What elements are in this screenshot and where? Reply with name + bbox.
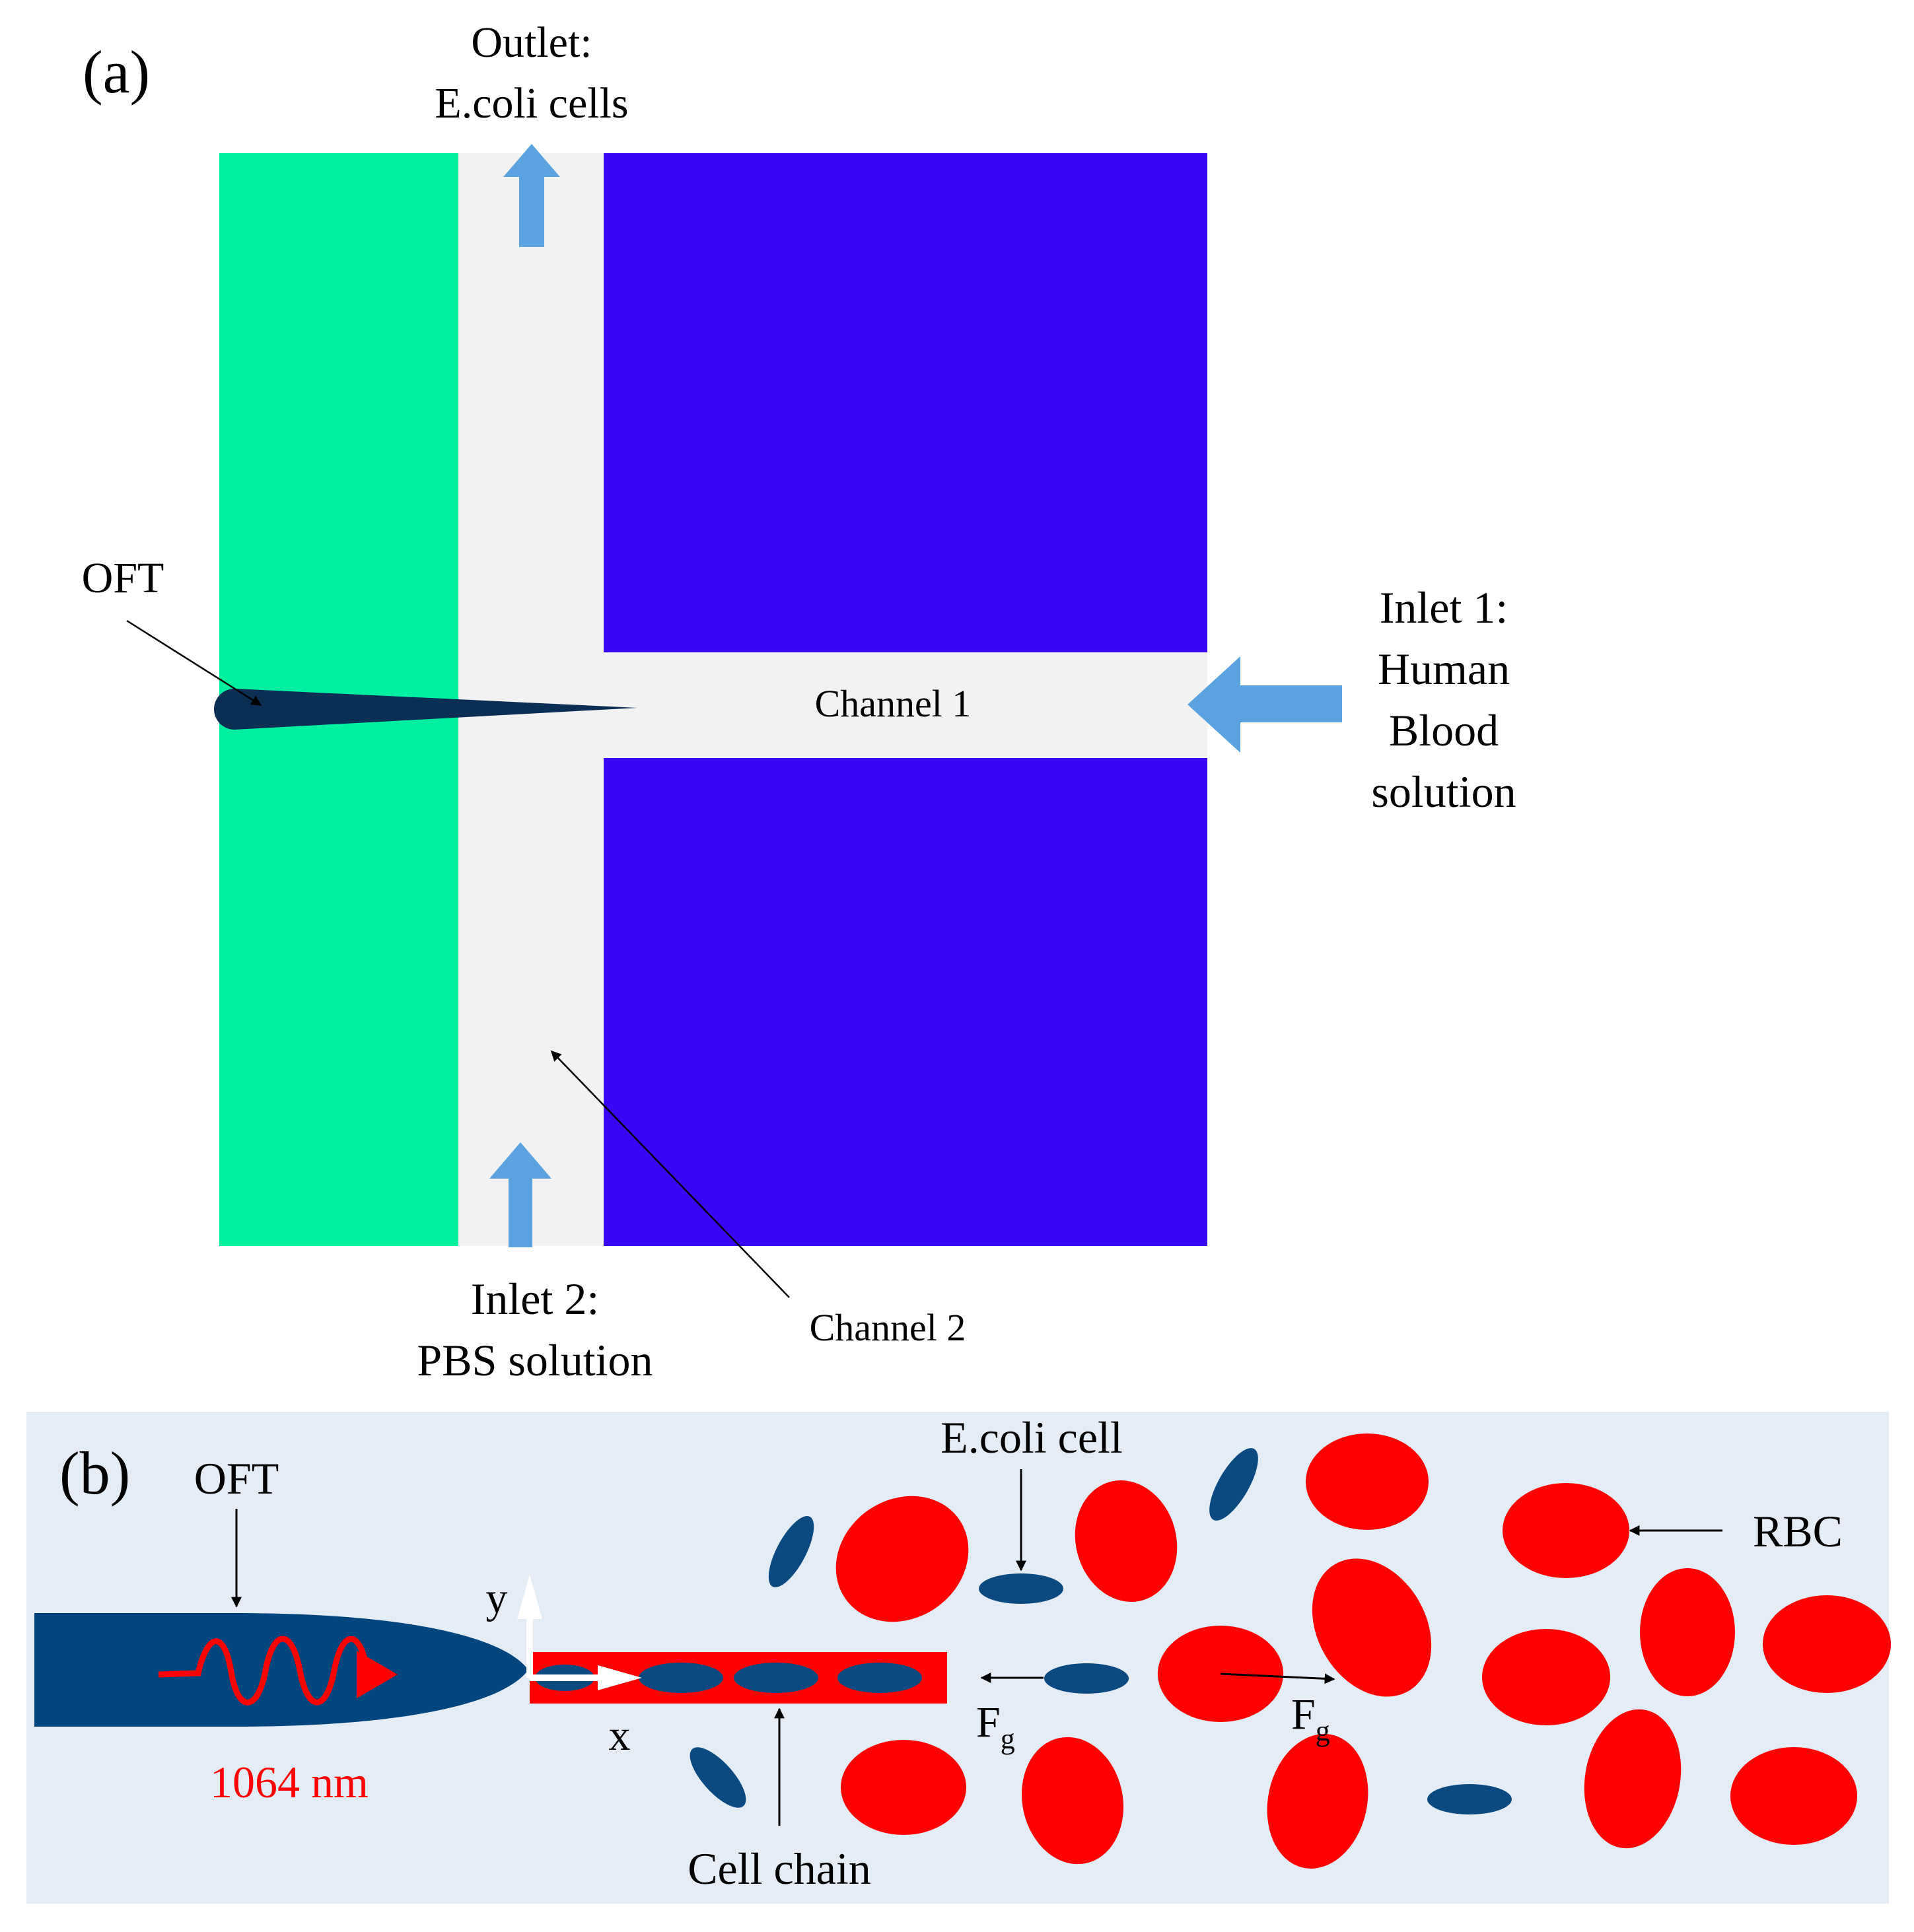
oft-leader-line: [126, 619, 262, 707]
inlet1-label-line2: Human: [1378, 644, 1510, 694]
x-axis-label: x: [609, 1711, 631, 1760]
rbc-cell: [841, 1740, 966, 1835]
rbc-cell: [1267, 1734, 1368, 1869]
inlet1-label-line4: solution: [1371, 767, 1516, 817]
rbc-label: RBC: [1753, 1506, 1843, 1556]
inlet2-label-line2: PBS solution: [417, 1335, 653, 1385]
channel-2: [458, 153, 604, 1246]
rbc-cell: [1503, 1483, 1629, 1578]
inlet1-flow-arrow: [1187, 656, 1240, 753]
substrate-bottom-block: [604, 758, 1207, 1246]
outlet-label-line1: Outlet:: [471, 18, 592, 67]
oft-tip: [214, 689, 637, 730]
panel-a: (a) Outlet: E.coli cells OFT Channel 1 C…: [82, 18, 1516, 1385]
inlet1-label-line1: Inlet 1:: [1380, 582, 1508, 633]
inlet2-flow-arrow-shaft: [509, 1177, 532, 1247]
ecoli-cell: [1209, 1448, 1258, 1521]
inlet1-flow-arrow-shaft: [1239, 685, 1342, 722]
inlet2-flow-arrow: [489, 1142, 551, 1179]
rbc-cell: [835, 1496, 969, 1622]
chain-ecoli-cell: [837, 1663, 922, 1693]
rbc-cell: [1021, 1737, 1124, 1865]
rbc-cell: [1640, 1568, 1735, 1696]
oft-label-a: OFT: [82, 554, 164, 602]
outlet-flow-arrow: [503, 144, 560, 247]
ecoli-cell: [1044, 1663, 1129, 1694]
channel1-label: Channel 1: [815, 682, 972, 725]
panel-b: (b) 1064 nm OFT y x Cell chain: [26, 1412, 1891, 1904]
rbc-cell: [1482, 1629, 1610, 1725]
rbc-cell: [1584, 1709, 1682, 1849]
chain-ecoli-cell: [734, 1663, 818, 1693]
rbc-cell: [1763, 1595, 1891, 1693]
y-axis-label: y: [486, 1574, 508, 1622]
channel2-label: Channel 2: [810, 1306, 966, 1349]
panel-b-label: (b): [59, 1439, 130, 1507]
ecoli-cell: [979, 1573, 1063, 1604]
oft-fiber: [34, 1613, 528, 1727]
x-axis-arrowhead: [598, 1665, 642, 1690]
ecoli-cell: [690, 1747, 746, 1808]
gradient-force-arrow-2: [1220, 1673, 1335, 1684]
outlet-flow-arrow-shaft: [519, 176, 544, 247]
wavelength-label: 1064 nm: [210, 1757, 369, 1807]
channel2-leader-line: [550, 1050, 790, 1298]
substrate-top-block: [604, 153, 1207, 652]
ecoli-cell: [768, 1516, 814, 1587]
channel-1: [604, 652, 1207, 758]
laser-arrowhead: [357, 1651, 398, 1698]
rbc-cell: [1075, 1480, 1178, 1602]
inlet1-label-line3: Blood: [1389, 705, 1499, 755]
rbc-cell: [1730, 1747, 1857, 1845]
outlet-label-line2: E.coli cells: [435, 79, 628, 127]
rbc-cell: [1312, 1558, 1432, 1697]
ecoli-cell-label: E.coli cell: [940, 1412, 1123, 1463]
rbc-cell: [1306, 1433, 1429, 1530]
panel-a-label: (a): [83, 38, 150, 106]
chain-ecoli-cell: [639, 1663, 723, 1693]
inlet2-label-line1: Inlet 2:: [471, 1274, 600, 1324]
y-axis-arrowhead: [517, 1575, 542, 1619]
cell-chain-label: Cell chain: [688, 1844, 871, 1894]
laser-wave: [158, 1636, 380, 1706]
oft-label-b: OFT: [194, 1453, 279, 1503]
gradient-force-label-1: Fg: [976, 1698, 1015, 1755]
ecoli-cell: [1427, 1784, 1512, 1814]
gradient-force-label-2: Fg: [1291, 1690, 1330, 1747]
